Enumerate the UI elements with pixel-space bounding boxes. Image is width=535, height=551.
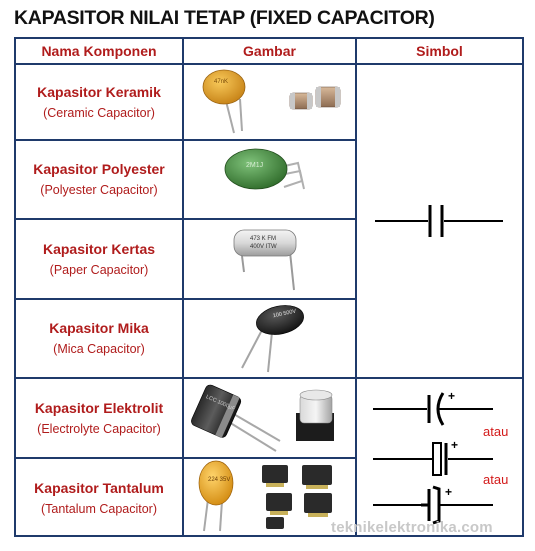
polyester-capacitor-image: 2M1J <box>224 148 305 190</box>
electrolytic-symbol-curved: + <box>373 389 493 426</box>
electrolytic-symbol-box: + <box>373 438 493 476</box>
component-name: Kapasitor Keramik <box>37 83 161 100</box>
row-divider <box>14 298 357 300</box>
or-label: atau <box>483 472 509 487</box>
row-polyester-name: Kapasitor Polyester (Polyester Capacitor… <box>16 141 182 218</box>
column-divider <box>182 37 184 537</box>
electrolyte-capacitor-image: LCC 1000µF <box>191 384 334 452</box>
component-name: Kapasitor Elektrolit <box>34 399 164 416</box>
row-electrolyte-name: Kapasitor Elektrolit (Electrolyte Capaci… <box>16 379 182 457</box>
header-symbol: Simbol <box>416 43 463 59</box>
component-english-name: (Electrolyte Capacitor) <box>37 421 161 436</box>
component-name: Kapasitor Tantalum <box>34 479 164 496</box>
electrolytic-symbol-bent: + <box>373 485 493 525</box>
or-label: atau <box>483 424 509 439</box>
column-divider <box>355 37 357 537</box>
component-english-name: (Ceramic Capacitor) <box>43 105 155 120</box>
component-name: Kapasitor Kertas <box>42 240 156 257</box>
polyester-marking: 2M1J <box>246 162 263 169</box>
row-ceramic-name: Kapasitor Keramik (Ceramic Capacitor) <box>16 65 182 139</box>
row-divider <box>14 139 357 141</box>
ceramic-marking: 47nK <box>214 79 228 85</box>
paper-marking-line2: 400V ITW <box>250 244 277 250</box>
component-name: Kapasitor Mika <box>49 320 149 336</box>
page-title: KAPASITOR NILAI TETAP (FIXED CAPACITOR) <box>14 7 435 29</box>
header-name: Nama Komponen <box>41 43 157 59</box>
paper-marking-line1: 473 K FM <box>250 236 276 242</box>
row-tantalum-name: Kapasitor Tantalum (Tantalum Capacitor) <box>16 459 182 537</box>
polarized-capacitor-symbols: + + + <box>373 389 493 525</box>
component-english-name: (Paper Capacitor) <box>49 262 149 277</box>
row-divider <box>14 377 524 379</box>
mica-marking: 100 500V <box>272 308 297 319</box>
ceramic-capacitor-image: 47nK <box>202 69 341 134</box>
row-mica-name: Kapasitor Mika (Mica Capacitor) <box>16 300 182 377</box>
row-divider <box>14 218 357 220</box>
mica-capacitor-image: 100 500V <box>241 305 304 373</box>
watermark: teknikelektronika.com <box>331 519 493 536</box>
row-paper-name: Kapasitor Kertas (Paper Capacitor) <box>16 220 182 298</box>
tantalum-capacitor-image: 224 35V <box>198 460 332 532</box>
row-divider <box>14 457 357 459</box>
component-table <box>14 37 524 537</box>
paper-capacitor-image: 473 K FM 400V ITW <box>233 229 297 291</box>
capacitor-symbol <box>375 205 503 237</box>
polarity-mark: + <box>445 485 452 499</box>
header-picture: Gambar <box>243 43 296 59</box>
component-english-name: (Tantalum Capacitor) <box>40 501 157 516</box>
header-divider <box>14 63 524 65</box>
polarity-mark: + <box>448 389 455 403</box>
component-english-name: (Mica Capacitor) <box>53 342 145 356</box>
component-english-name: (Polyester Capacitor) <box>40 183 158 197</box>
component-name: Kapasitor Polyester <box>33 161 165 177</box>
polarity-mark: + <box>451 438 458 452</box>
tantalum-marking: 224 35V <box>208 477 230 483</box>
